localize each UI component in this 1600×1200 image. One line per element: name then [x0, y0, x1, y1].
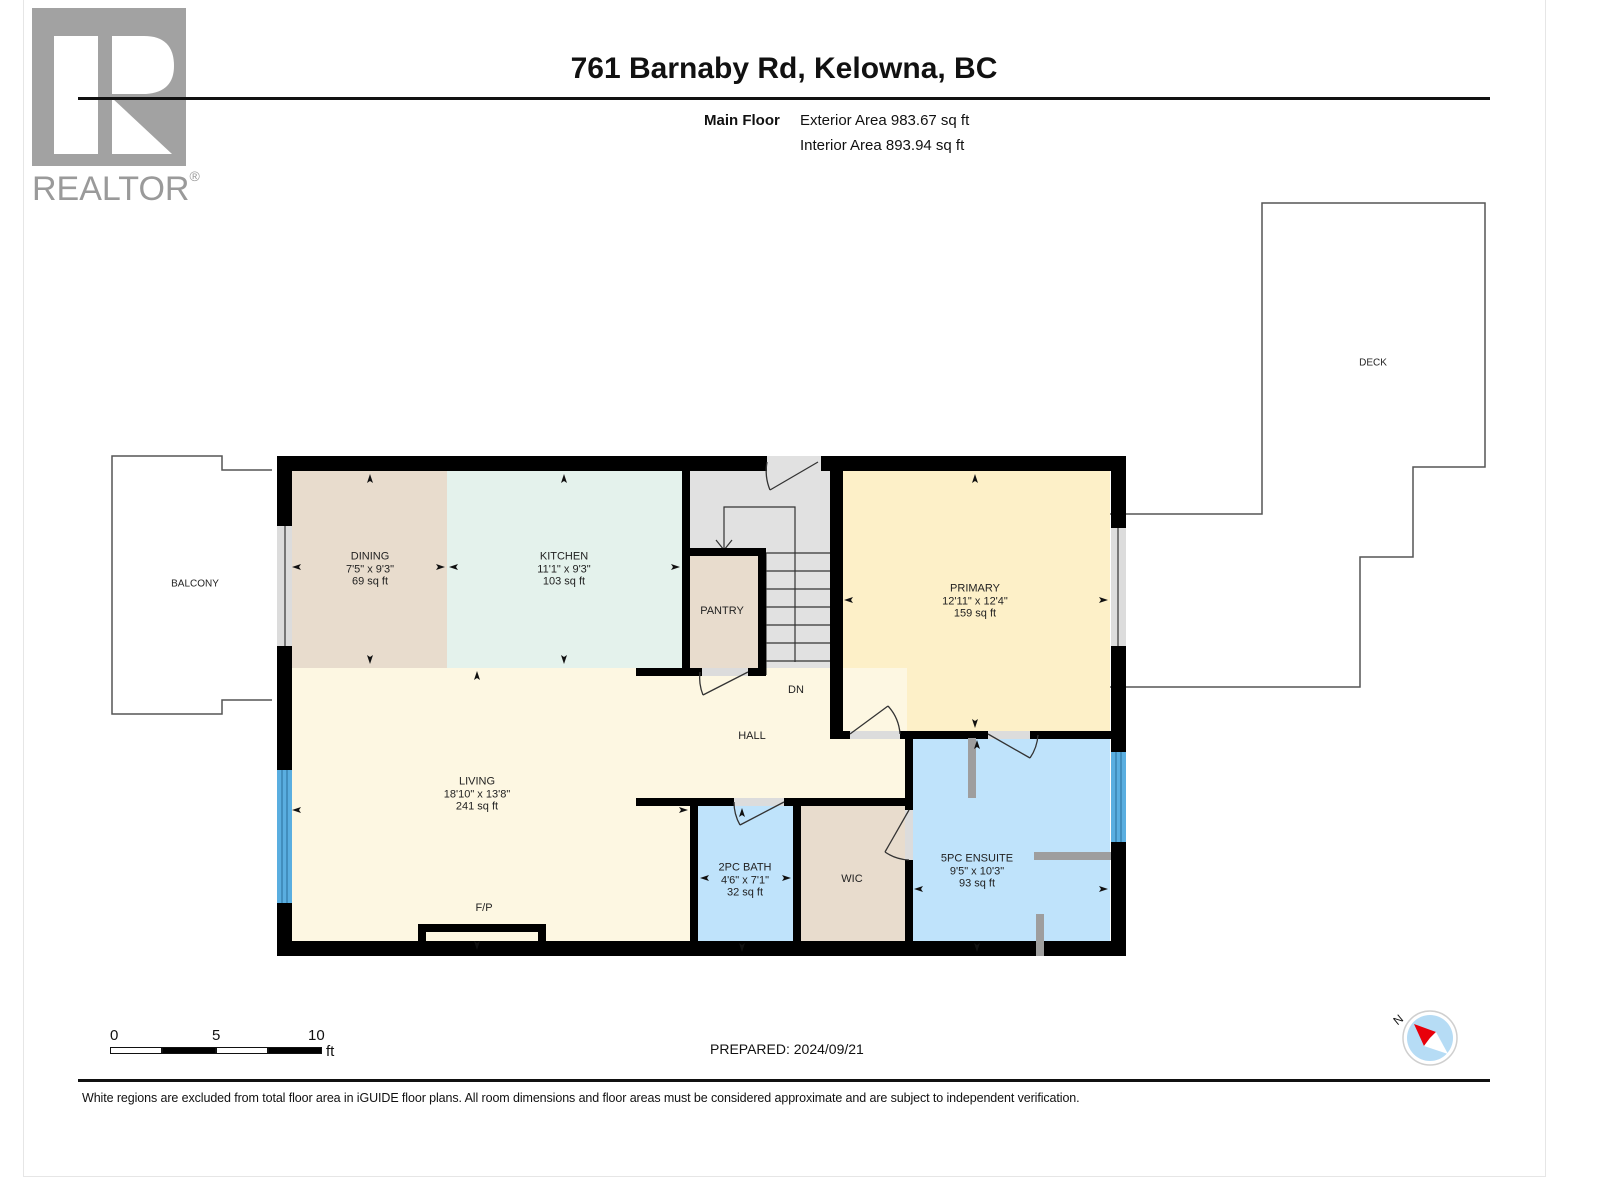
dimension-arrows [292, 474, 1108, 952]
realtor-r-icon [54, 36, 174, 154]
registered-mark: ® [189, 168, 200, 184]
room-kitchen-area: 103 sq ft [542, 575, 586, 588]
ensuite-partitions [968, 738, 1111, 956]
room-dining-name: DINING [350, 550, 390, 563]
room-2pc-bath: 2PC BATH 4'6" x 7'1" 32 sq ft [719, 861, 772, 899]
north-compass-icon: N [1390, 1008, 1460, 1068]
fireplace-label: F/P [475, 901, 493, 914]
balcony-label: BALCONY [171, 578, 219, 590]
room-5pc-ensuite-name: 5PC ENSUITE [940, 852, 1014, 865]
deck-label: DECK [1359, 357, 1387, 369]
floor-areas: Exterior Area 983.67 sq ft Interior Area… [800, 108, 969, 158]
room-primary-area: 159 sq ft [953, 607, 997, 620]
scale-tick-5: 5 [212, 1027, 221, 1044]
balcony-outline [111, 455, 272, 715]
door-swings [699, 461, 1039, 861]
room-2pc-bath-name: 2PC BATH [718, 861, 772, 874]
header-divider [78, 97, 1490, 100]
room-primary-dims: 12'11" x 12'4" [942, 594, 1008, 607]
ensuite-floor [912, 738, 1110, 954]
floor-name: Main Floor [704, 112, 780, 129]
dining-floor [287, 470, 447, 668]
room-living-area: 241 sq ft [455, 800, 499, 813]
scale-tick-0: 0 [110, 1027, 119, 1044]
room-2pc-bath-area: 32 sq ft [726, 886, 764, 899]
room-hall-name: HALL [738, 729, 766, 742]
pantry-floor [690, 556, 758, 668]
room-living: LIVING 18'10" x 13'8" 241 sq ft [444, 775, 510, 813]
page-title-text: 761 Barnaby Rd, Kelowna, BC [570, 52, 998, 85]
room-primary: PRIMARY 12'11" x 12'4" 159 sq ft [942, 582, 1008, 620]
room-primary-name: PRIMARY [950, 582, 1000, 595]
footer-divider [78, 1079, 1490, 1082]
room-kitchen-dims: 11'1" x 9'3" [537, 562, 591, 575]
room-kitchen-name: KITCHEN [539, 550, 589, 563]
room-living-dims: 18'10" x 13'8" [443, 787, 511, 800]
scale-segment-3 [216, 1047, 268, 1054]
realtor-wordmark: REALTOR® [32, 168, 200, 209]
room-dining-area: 69 sq ft [351, 575, 389, 588]
room-5pc-ensuite: 5PC ENSUITE 9'5" x 10'3" 93 sq ft [941, 852, 1013, 890]
room-wic-name: WIC [841, 872, 863, 885]
scale-segment-2 [162, 1047, 216, 1054]
room-dining: DINING 7'5" x 9'3" 69 sq ft [346, 550, 394, 588]
stairs-down-label: DN [788, 683, 804, 696]
kitchen-floor [447, 470, 682, 668]
scale-unit: ft [326, 1043, 335, 1060]
realtor-logo-mark [32, 8, 186, 166]
windows [277, 526, 1126, 903]
wic-floor [798, 806, 908, 954]
realtor-logo: REALTOR® [32, 8, 202, 208]
room-pantry: PANTRY [700, 605, 744, 618]
disclaimer-text: White regions are excluded from total fl… [82, 1091, 1080, 1105]
room-dining-dims: 7'5" x 9'3" [345, 562, 395, 575]
room-2pc-bath-dims: 4'6" x 7'1" [720, 873, 770, 886]
room-hall: HALL [738, 730, 766, 743]
room-5pc-ensuite-area: 93 sq ft [958, 877, 996, 890]
room-5pc-ensuite-dims: 9'5" x 10'3" [949, 864, 1005, 877]
exterior-area: Exterior Area 983.67 sq ft [800, 112, 970, 129]
room-wic: WIC [841, 873, 862, 886]
interior-area: Interior Area 893.94 sq ft [800, 137, 965, 154]
realtor-wordmark-text: REALTOR [32, 170, 190, 208]
page-title: 761 Barnaby Rd, Kelowna, BC [0, 52, 1600, 86]
room-pantry-name: PANTRY [700, 604, 744, 617]
scale-segment-1 [110, 1047, 162, 1054]
room-kitchen: KITCHEN 11'1" x 9'3" 103 sq ft [537, 550, 590, 588]
room-living-name: LIVING [458, 775, 496, 788]
scale-tick-10: 10 [308, 1027, 325, 1044]
scale-segment-4 [268, 1047, 322, 1054]
prepared-date: PREPARED: 2024/09/21 [710, 1041, 864, 1057]
bath2pc-floor [698, 806, 793, 954]
scale-bar: 0 5 10 ft [108, 1027, 348, 1067]
compass-north-label: N [1390, 1012, 1406, 1028]
deck-outline [1100, 202, 1486, 688]
